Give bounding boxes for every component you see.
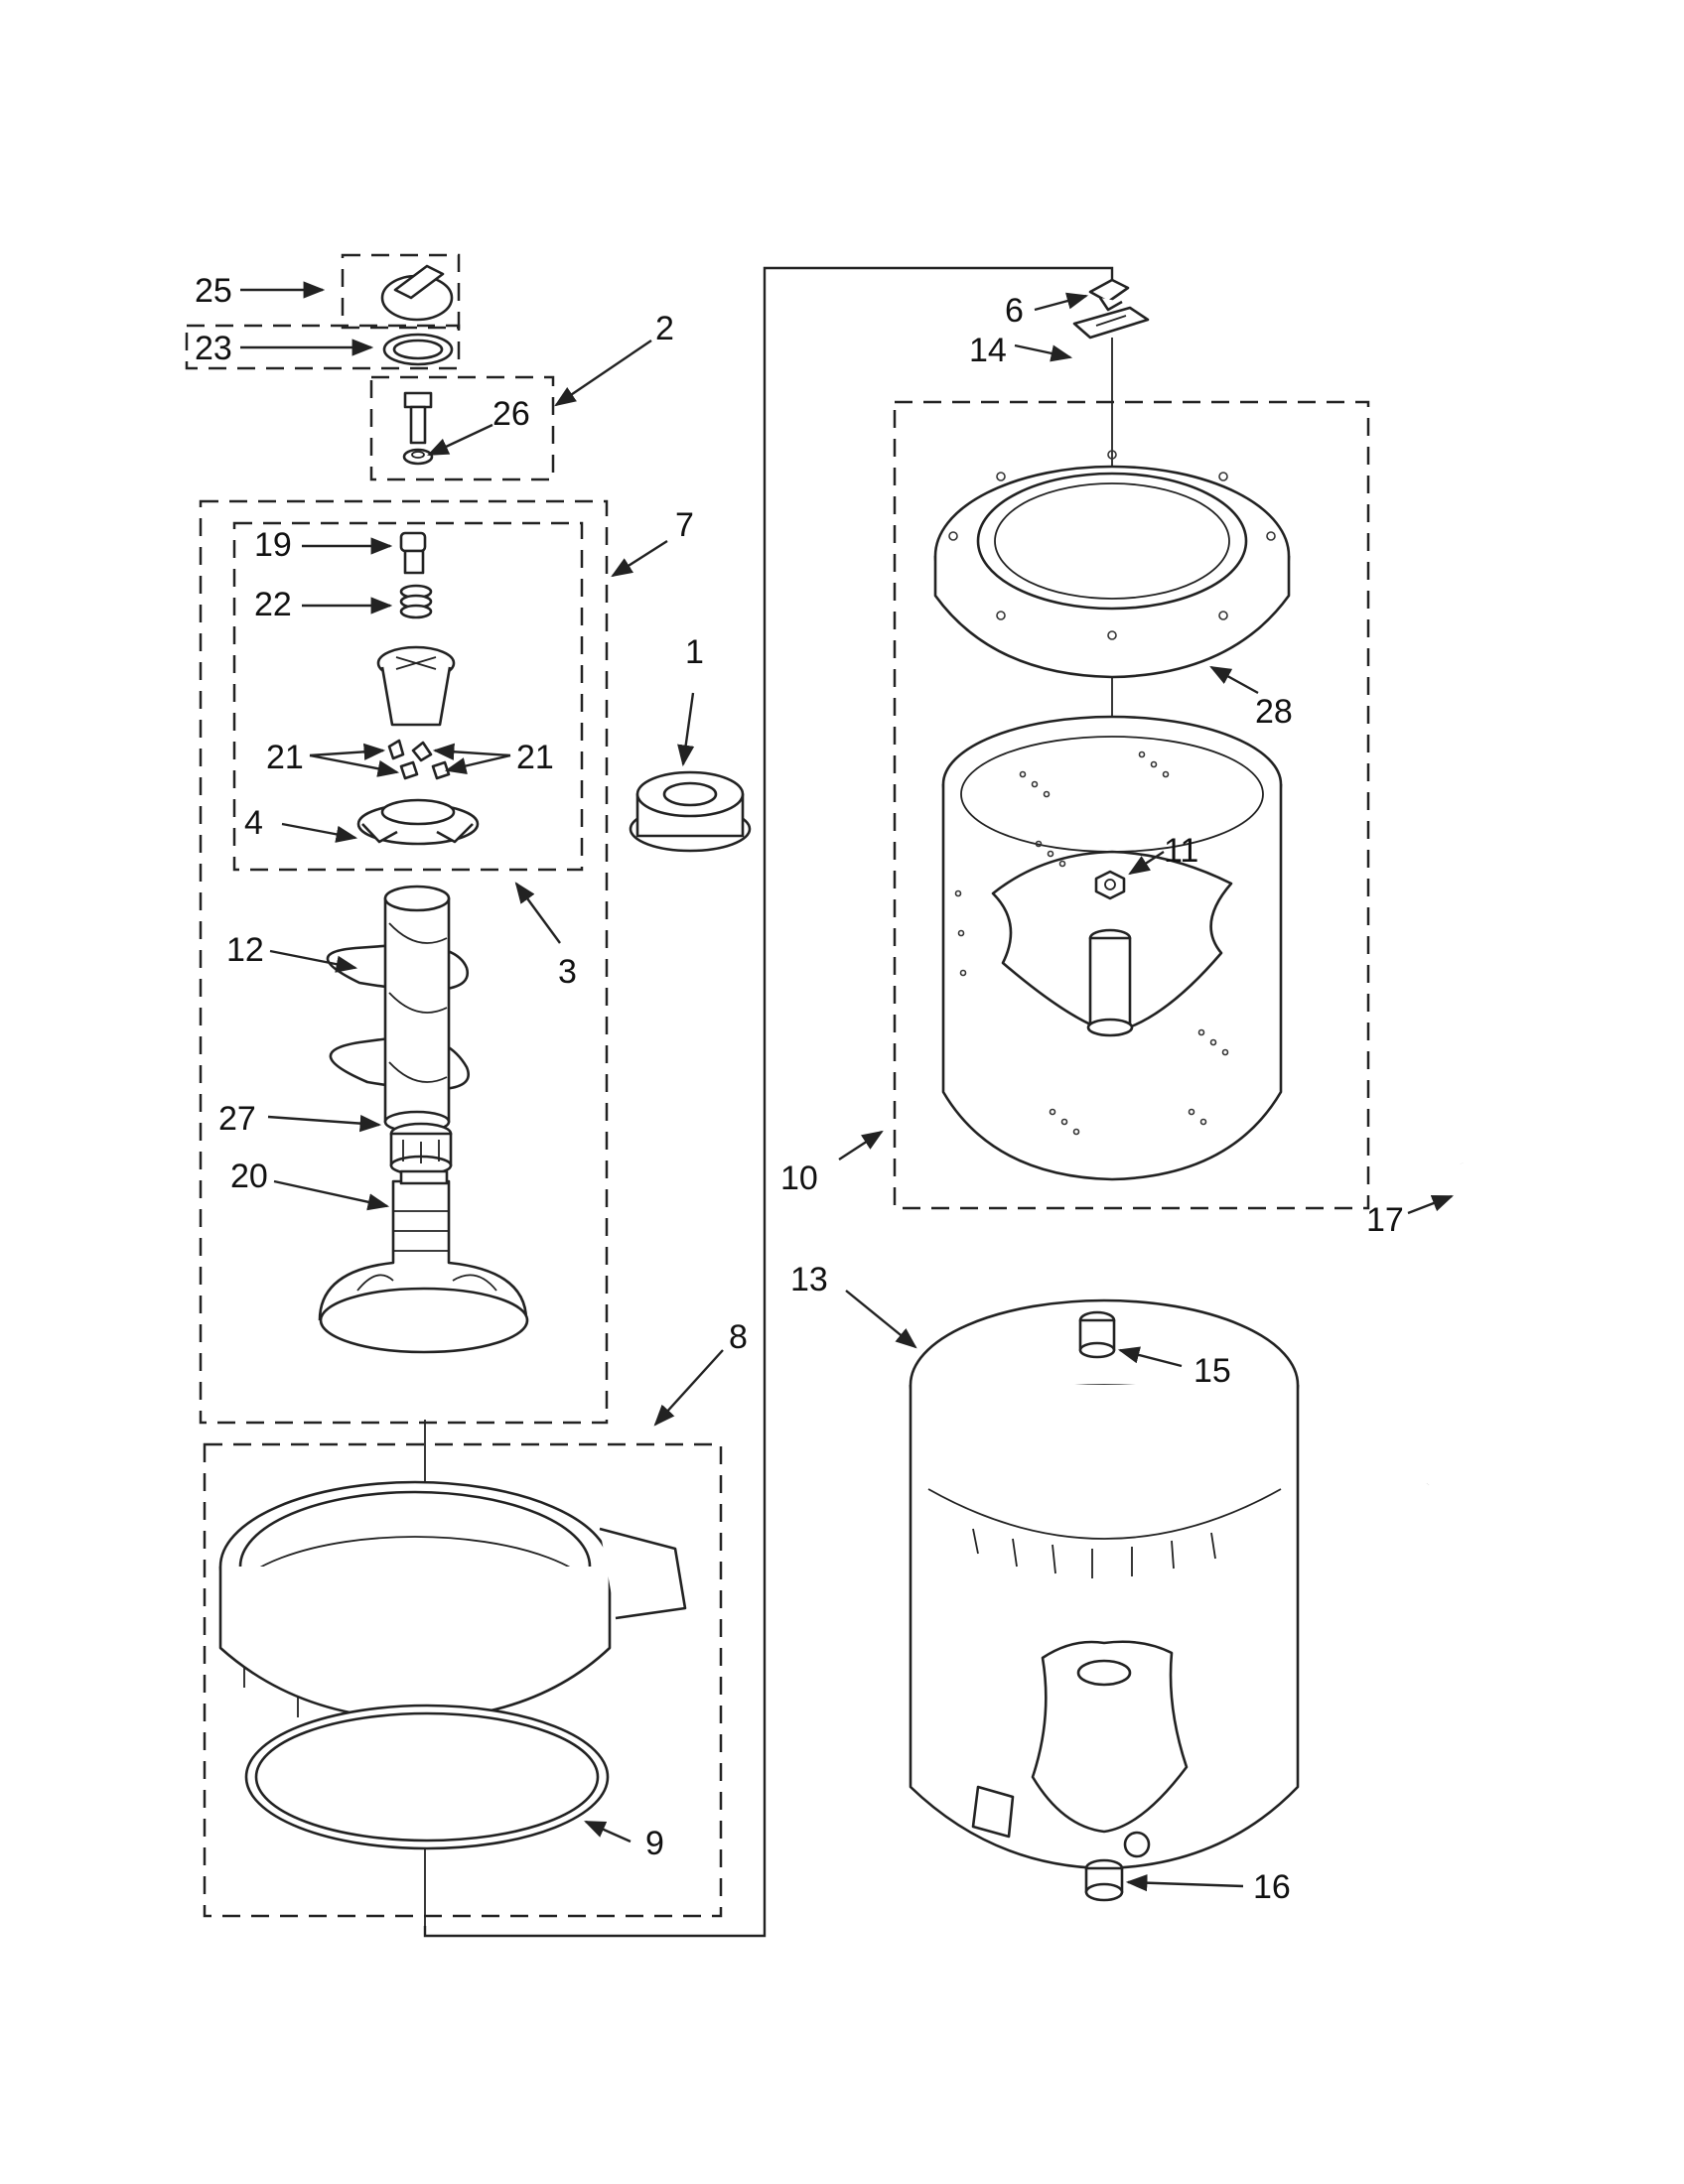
part-15-fitting (1078, 1310, 1116, 1359)
group-box-2 (369, 375, 555, 481)
label-21-left: 21 (266, 739, 304, 776)
label-8: 8 (729, 1318, 748, 1356)
part-25-cap (380, 264, 454, 322)
group-box-8 (203, 1442, 723, 1918)
label-10: 10 (780, 1160, 818, 1197)
label-19: 19 (254, 526, 292, 564)
part-8-tub-ring (218, 1480, 687, 1727)
group-box-7 (199, 499, 609, 1425)
group-box-23 (185, 324, 461, 370)
part-16-plug (1084, 1858, 1124, 1902)
part-17-hose (1425, 1162, 1468, 1485)
group-box-10 (893, 400, 1370, 1210)
part-23-ring (382, 333, 454, 366)
label-6: 6 (1005, 292, 1024, 330)
label-28: 28 (1255, 693, 1293, 731)
label-15: 15 (1193, 1352, 1231, 1390)
part-27-drive-bell (389, 1122, 453, 1176)
label-14: 14 (969, 332, 1007, 369)
part-labels: 25 23 2 26 7 19 22 21 21 4 3 1 12 27 20 … (195, 272, 1404, 1906)
part-cam-cup (376, 645, 456, 727)
part-19-plug (399, 531, 427, 575)
part-28-balance-ring (933, 450, 1291, 679)
part-22-spring (399, 584, 433, 619)
part-9-seal-ring (244, 1704, 610, 1850)
part-11-nut (1094, 870, 1126, 900)
label-4: 4 (244, 804, 263, 842)
basket-perforations (954, 751, 1229, 1136)
part-14-bracket (1072, 306, 1150, 340)
label-11: 11 (1164, 832, 1198, 870)
part-21-dogs (387, 739, 451, 780)
label-20: 20 (230, 1158, 268, 1195)
label-26: 26 (492, 395, 530, 433)
group-box-25 (341, 253, 461, 330)
part-4-retainer (356, 798, 480, 846)
part-10-basket (941, 715, 1283, 1181)
label-21-right: 21 (516, 739, 554, 776)
part-13-outer-tub (909, 1298, 1300, 1870)
part-6-clip (1088, 278, 1130, 312)
label-23: 23 (195, 330, 232, 367)
group-box-3 (232, 521, 584, 872)
part-26-bolt-washer (402, 391, 434, 466)
label-1: 1 (685, 633, 704, 671)
label-27: 27 (218, 1100, 256, 1138)
label-7: 7 (675, 506, 694, 544)
label-22: 22 (254, 586, 292, 623)
leader-arrows (240, 281, 1455, 1892)
label-16: 16 (1253, 1868, 1291, 1906)
part-1-bearing (629, 770, 752, 853)
part-12-auger (326, 885, 470, 1134)
label-9: 9 (645, 1825, 664, 1862)
label-13: 13 (790, 1261, 828, 1298)
label-2: 2 (655, 310, 674, 347)
label-17: 17 (1366, 1201, 1404, 1239)
label-12: 12 (226, 931, 264, 969)
label-25: 25 (195, 272, 232, 310)
part-20-agitator-base (318, 1169, 529, 1354)
label-3: 3 (558, 953, 577, 991)
